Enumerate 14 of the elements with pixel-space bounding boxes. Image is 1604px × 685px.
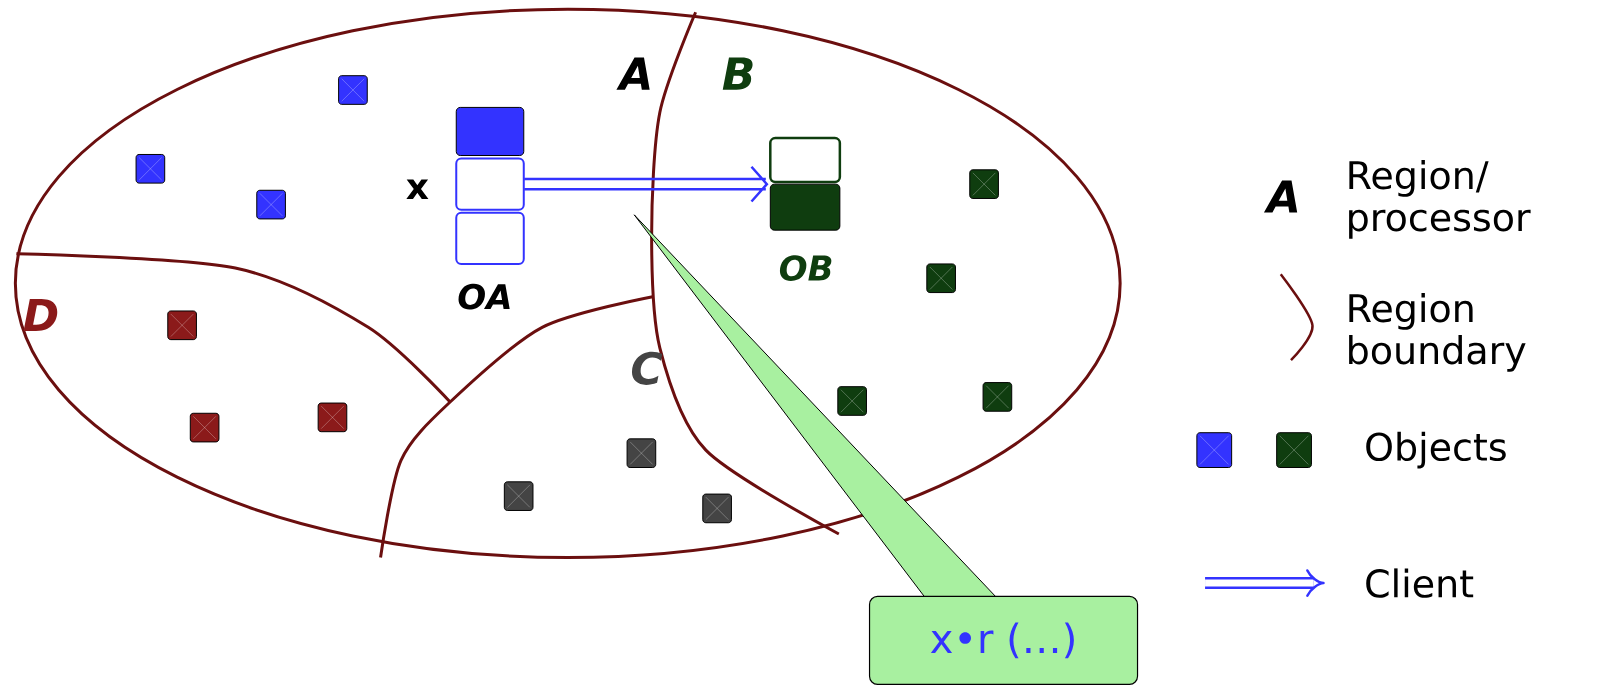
region-letter: B <box>722 57 753 90</box>
object-label: OA <box>458 283 510 310</box>
object-label: OB <box>779 254 832 281</box>
node-label: x•r (…) <box>930 622 1074 658</box>
region-letter: A <box>616 57 650 90</box>
legend-text: Client <box>1366 568 1474 598</box>
legend-text: Region/ processor <box>1349 159 1531 239</box>
arrow <box>522 165 769 203</box>
variable-label: x <box>406 179 429 199</box>
legend-text: Region boundary <box>1349 292 1526 372</box>
legend-text: Objects <box>1366 431 1506 469</box>
region-letter: C <box>631 351 663 385</box>
region-letter: D <box>23 298 58 331</box>
legend-symbol: A <box>1263 180 1298 213</box>
